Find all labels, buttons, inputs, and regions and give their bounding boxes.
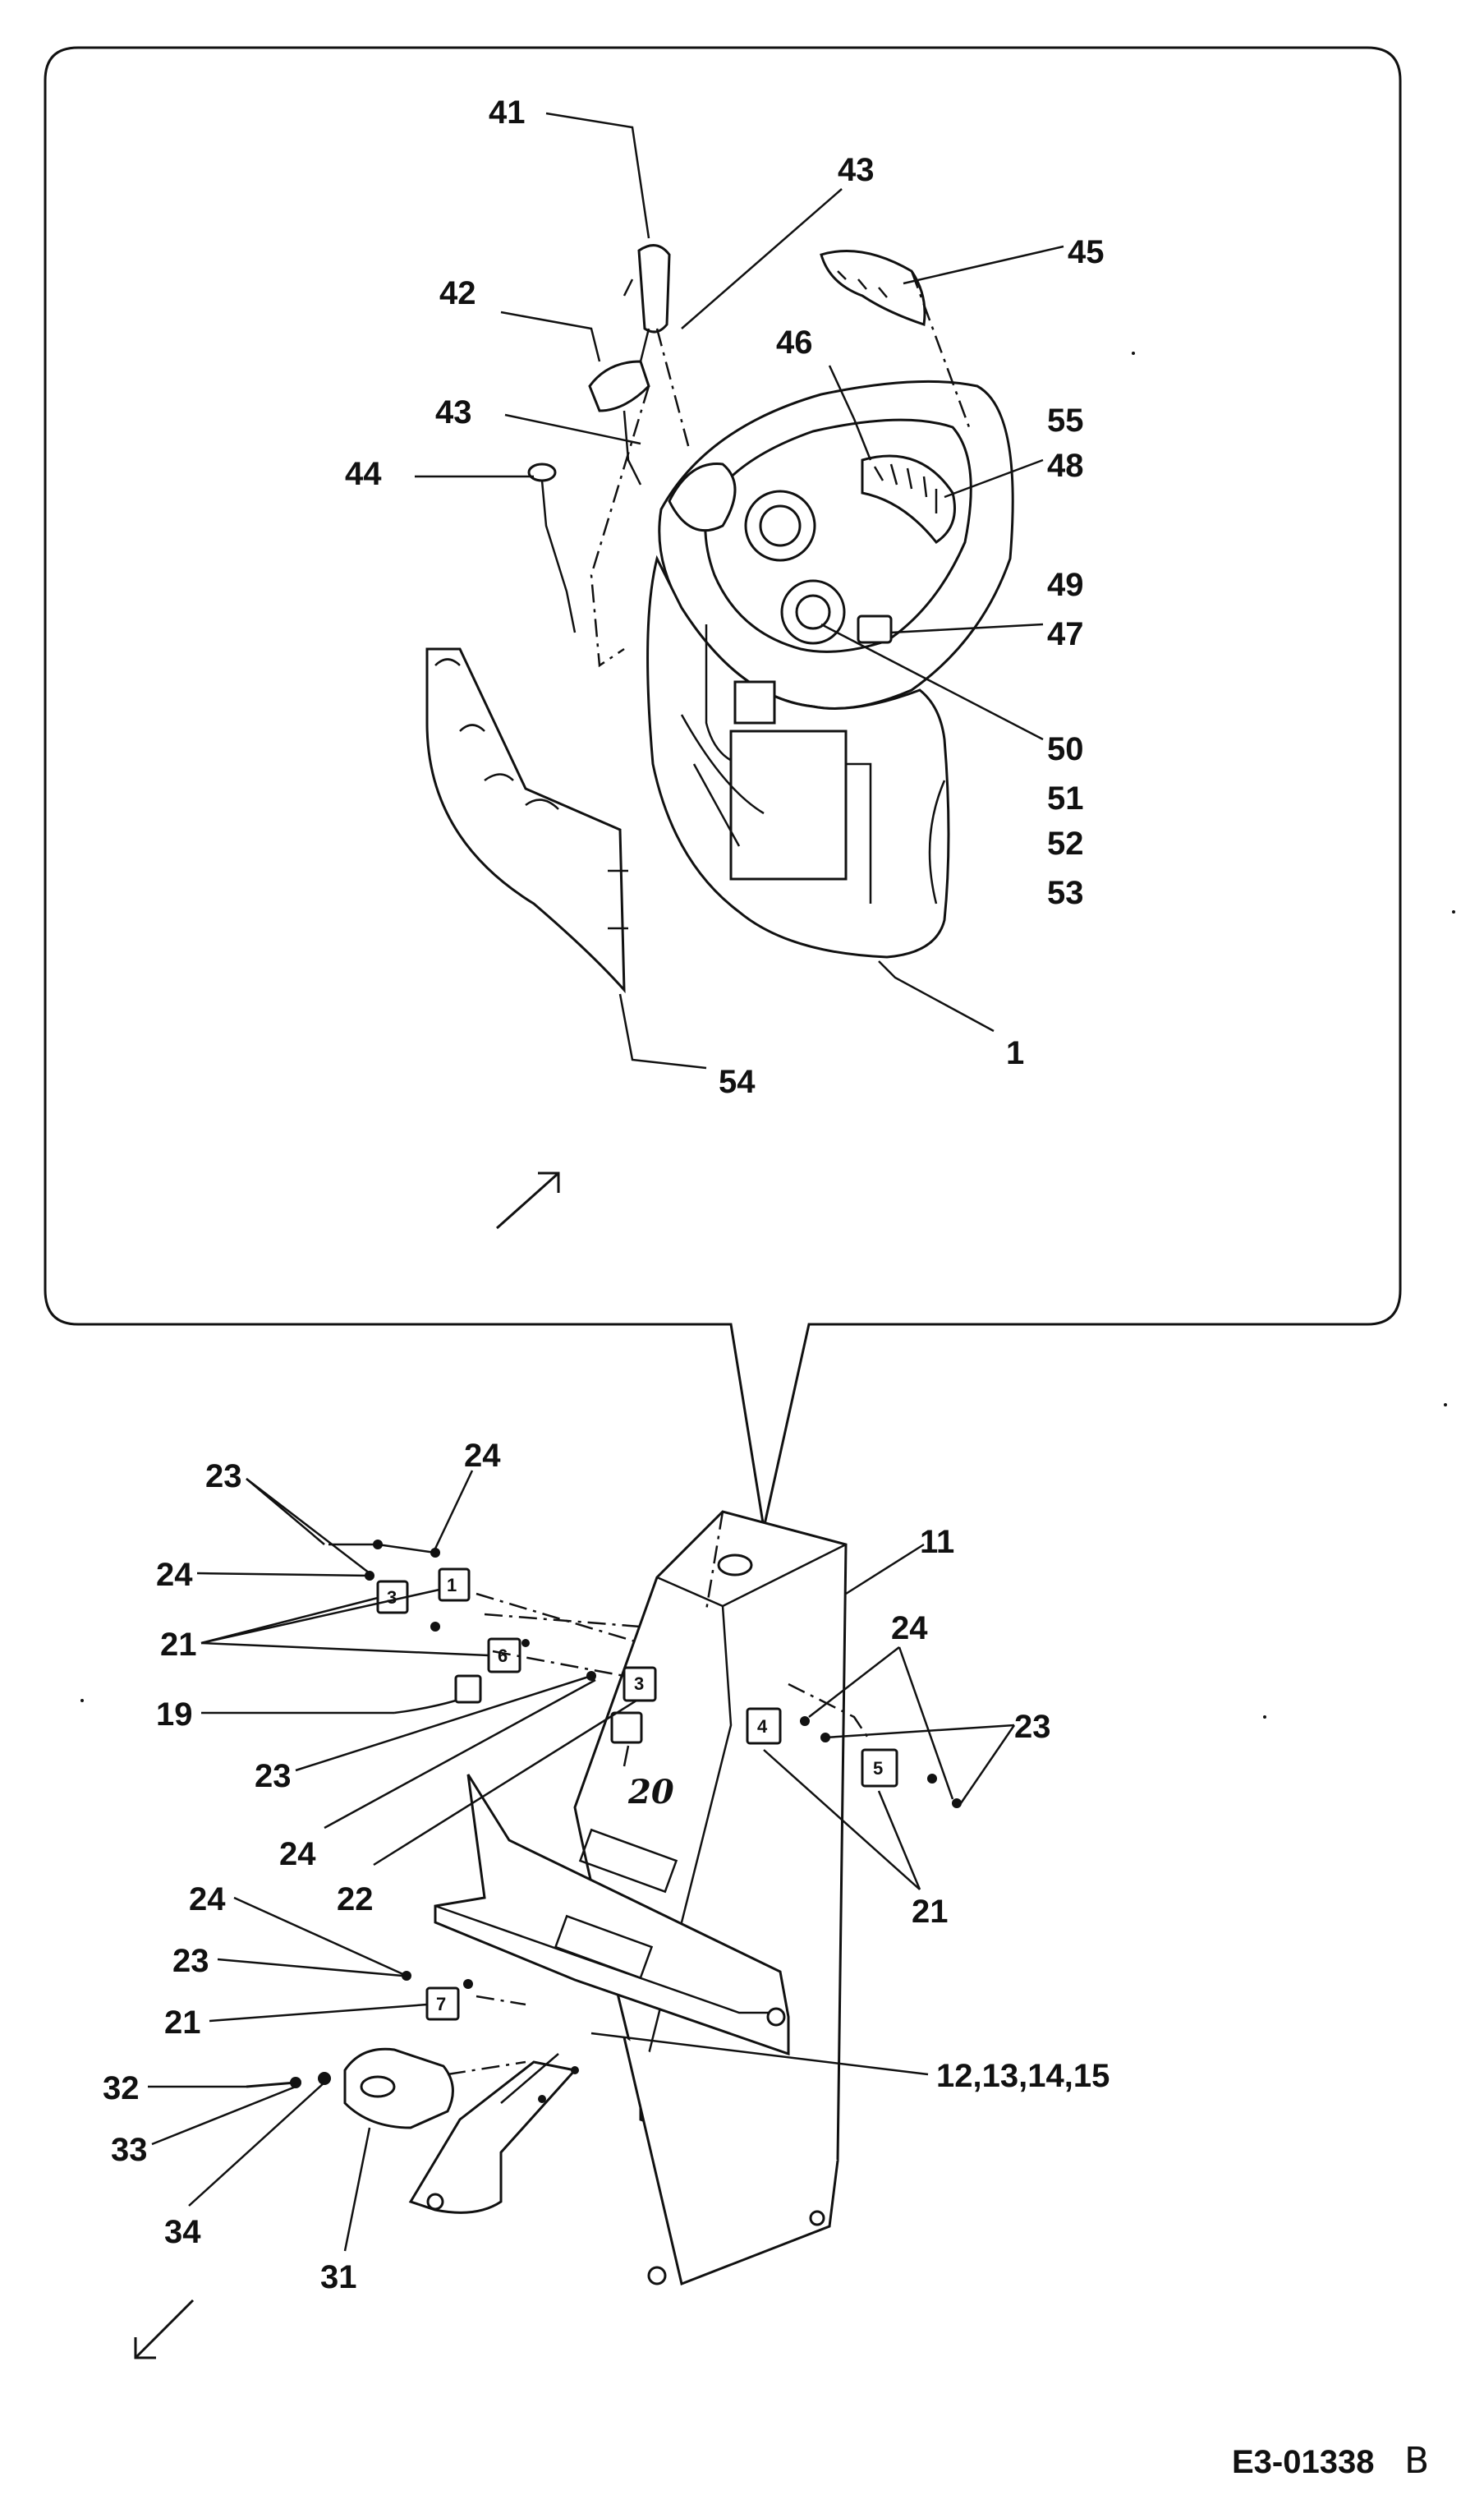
switch-block-1: 1 (438, 1567, 471, 1602)
callout-50: 50 (1047, 731, 1084, 767)
callout-53: 53 (1047, 875, 1084, 911)
callout-32: 32 (103, 2070, 140, 2106)
mounting-bracket (408, 2053, 579, 2214)
callout-20: 20 (627, 1773, 674, 1811)
callout-24-lower-left: 24 (189, 1881, 226, 1917)
drawing-reference: E3-01338 (1232, 2444, 1374, 2480)
callout-54: 54 (719, 1064, 756, 1100)
callout-23-top-left: 23 (205, 1458, 242, 1494)
pivot-pin (527, 463, 577, 633)
cutting-height-lever (588, 360, 650, 486)
sensor-19 (393, 1674, 482, 1715)
switch-block-4: 4 (746, 1707, 782, 1745)
floor-plate (434, 1774, 790, 2056)
callout-24-right: 24 (891, 1610, 928, 1646)
detail-callout-frame (44, 46, 1402, 1529)
callout-12-13-14-15: 12,13,14,15 (936, 2058, 1110, 2094)
callout-21-right: 21 (912, 1894, 949, 1930)
callout-1: 1 (1006, 1035, 1024, 1071)
callout-55: 55 (1047, 403, 1084, 439)
callout-52: 52 (1047, 826, 1084, 862)
switch-block-3-center: 3 (623, 1666, 657, 1702)
callout-43-mid: 43 (435, 394, 472, 430)
svg-text:5: 5 (873, 1758, 883, 1779)
callout-19: 19 (156, 1696, 193, 1733)
callout-11: 11 (920, 1524, 954, 1560)
fastener-dots (290, 1540, 962, 2088)
callout-46: 46 (776, 325, 813, 361)
callout-24-center: 24 (279, 1836, 316, 1872)
callout-45: 45 (1068, 234, 1105, 270)
callout-41: 41 (489, 94, 526, 131)
svg-text:3: 3 (634, 1673, 644, 1694)
lever-handle (623, 244, 671, 362)
svg-text:6: 6 (498, 1646, 508, 1666)
callout-44: 44 (345, 456, 382, 492)
relay-block-20 (610, 1711, 643, 1744)
callout-48: 48 (1047, 448, 1084, 484)
leader-lines-top (415, 112, 1064, 1070)
callout-43-top: 43 (838, 152, 875, 188)
callout-23-right: 23 (1014, 1709, 1051, 1745)
switch-block-7: 7 (425, 1986, 460, 2021)
callout-42: 42 (439, 275, 476, 311)
callout-23-lower-left: 23 (172, 1943, 209, 1979)
leader-lines-bottom (148, 1470, 1016, 2252)
callout-21-left: 21 (160, 1627, 197, 1663)
svg-text:3: 3 (387, 1587, 397, 1608)
callout-34: 34 (164, 2214, 201, 2250)
callout-21-lower-left: 21 (164, 2005, 201, 2041)
up-right-arrow (496, 1171, 560, 1230)
svg-text:7: 7 (436, 1994, 446, 2014)
switch-block-6: 6 (487, 1637, 521, 1673)
switch-block-5: 5 (861, 1748, 898, 1788)
callout-24-left: 24 (156, 1557, 193, 1593)
callout-33: 33 (111, 2132, 148, 2168)
ignition-switch (343, 2047, 454, 2129)
callout-22: 22 (337, 1881, 374, 1917)
callout-23-center: 23 (255, 1758, 292, 1794)
dash-cover (820, 250, 926, 326)
indicator-strip (861, 454, 956, 545)
callout-24-top: 24 (464, 1438, 501, 1474)
dashboard-console (646, 380, 1014, 959)
callout-51: 51 (1047, 780, 1084, 817)
callout-47: 47 (1047, 616, 1084, 652)
callout-49: 49 (1047, 567, 1084, 603)
svg-text:4: 4 (757, 1716, 768, 1737)
down-left-arrow (134, 2299, 195, 2359)
drawing-revision: B (1404, 2440, 1429, 2482)
side-cover-panel (425, 647, 628, 994)
svg-text:1: 1 (447, 1575, 457, 1595)
callout-31: 31 (320, 2259, 357, 2295)
